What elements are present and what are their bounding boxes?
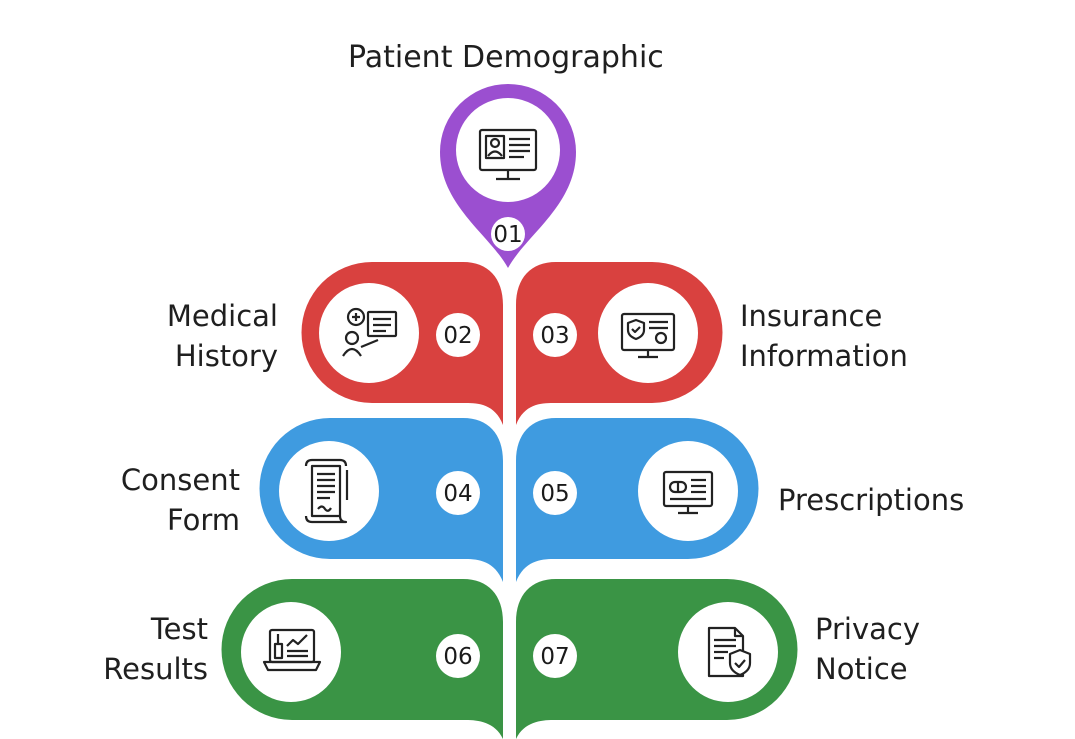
step-03-label-line2: Information <box>740 339 908 373</box>
step-02-label: Medical History <box>167 296 278 376</box>
step-04-label-line1: Consent <box>120 463 240 497</box>
consent-scroll-icon <box>304 458 349 524</box>
step-06-label-line1: Test <box>150 612 208 646</box>
step-01-pin: 01 <box>440 84 576 268</box>
step-07-label-line1: Privacy <box>815 612 920 646</box>
step-06-number: 06 <box>443 644 472 670</box>
step-02-leaf: 02 <box>301 262 503 425</box>
step-03-leaf: 03 <box>516 262 723 425</box>
step-02-label-line2: History <box>174 339 278 373</box>
step-05-label: Prescriptions <box>778 480 964 520</box>
medical-history-presentation-icon <box>342 307 398 357</box>
step-04-number: 04 <box>443 481 472 507</box>
step-04-label-line2: Form <box>166 503 240 537</box>
step-07-label: Privacy Notice <box>815 609 920 689</box>
step-06-label-line2: Results <box>103 652 208 686</box>
step-01-number: 01 <box>493 222 522 248</box>
step-05-leaf: 05 <box>516 418 759 582</box>
test-results-laptop-icon <box>262 628 322 672</box>
step-07-label-line2: Notice <box>815 652 908 686</box>
insurance-monitor-icon <box>620 312 676 359</box>
step-03-label-line1: Insurance <box>740 299 883 333</box>
step-06-leaf: 06 <box>221 579 503 739</box>
step-04-label: Consent Form <box>121 460 240 540</box>
step-05-label-line1: Prescriptions <box>778 483 965 517</box>
title: Patient Demographic <box>348 40 664 75</box>
privacy-shield-document-icon <box>707 626 752 678</box>
step-05-number: 05 <box>540 481 569 507</box>
step-07-leaf: 07 <box>516 579 798 739</box>
step-02-label-line1: Medical <box>166 299 278 333</box>
prescription-monitor-icon <box>662 470 714 515</box>
step-04-leaf: 04 <box>259 418 503 582</box>
step-06-label: Test Results <box>103 609 208 689</box>
step-03-number: 03 <box>540 323 569 349</box>
patient-profile-monitor-icon <box>478 128 538 181</box>
step-03-label: Insurance Information <box>740 296 908 376</box>
step-07-number: 07 <box>540 644 569 670</box>
step-02-number: 02 <box>443 323 472 349</box>
